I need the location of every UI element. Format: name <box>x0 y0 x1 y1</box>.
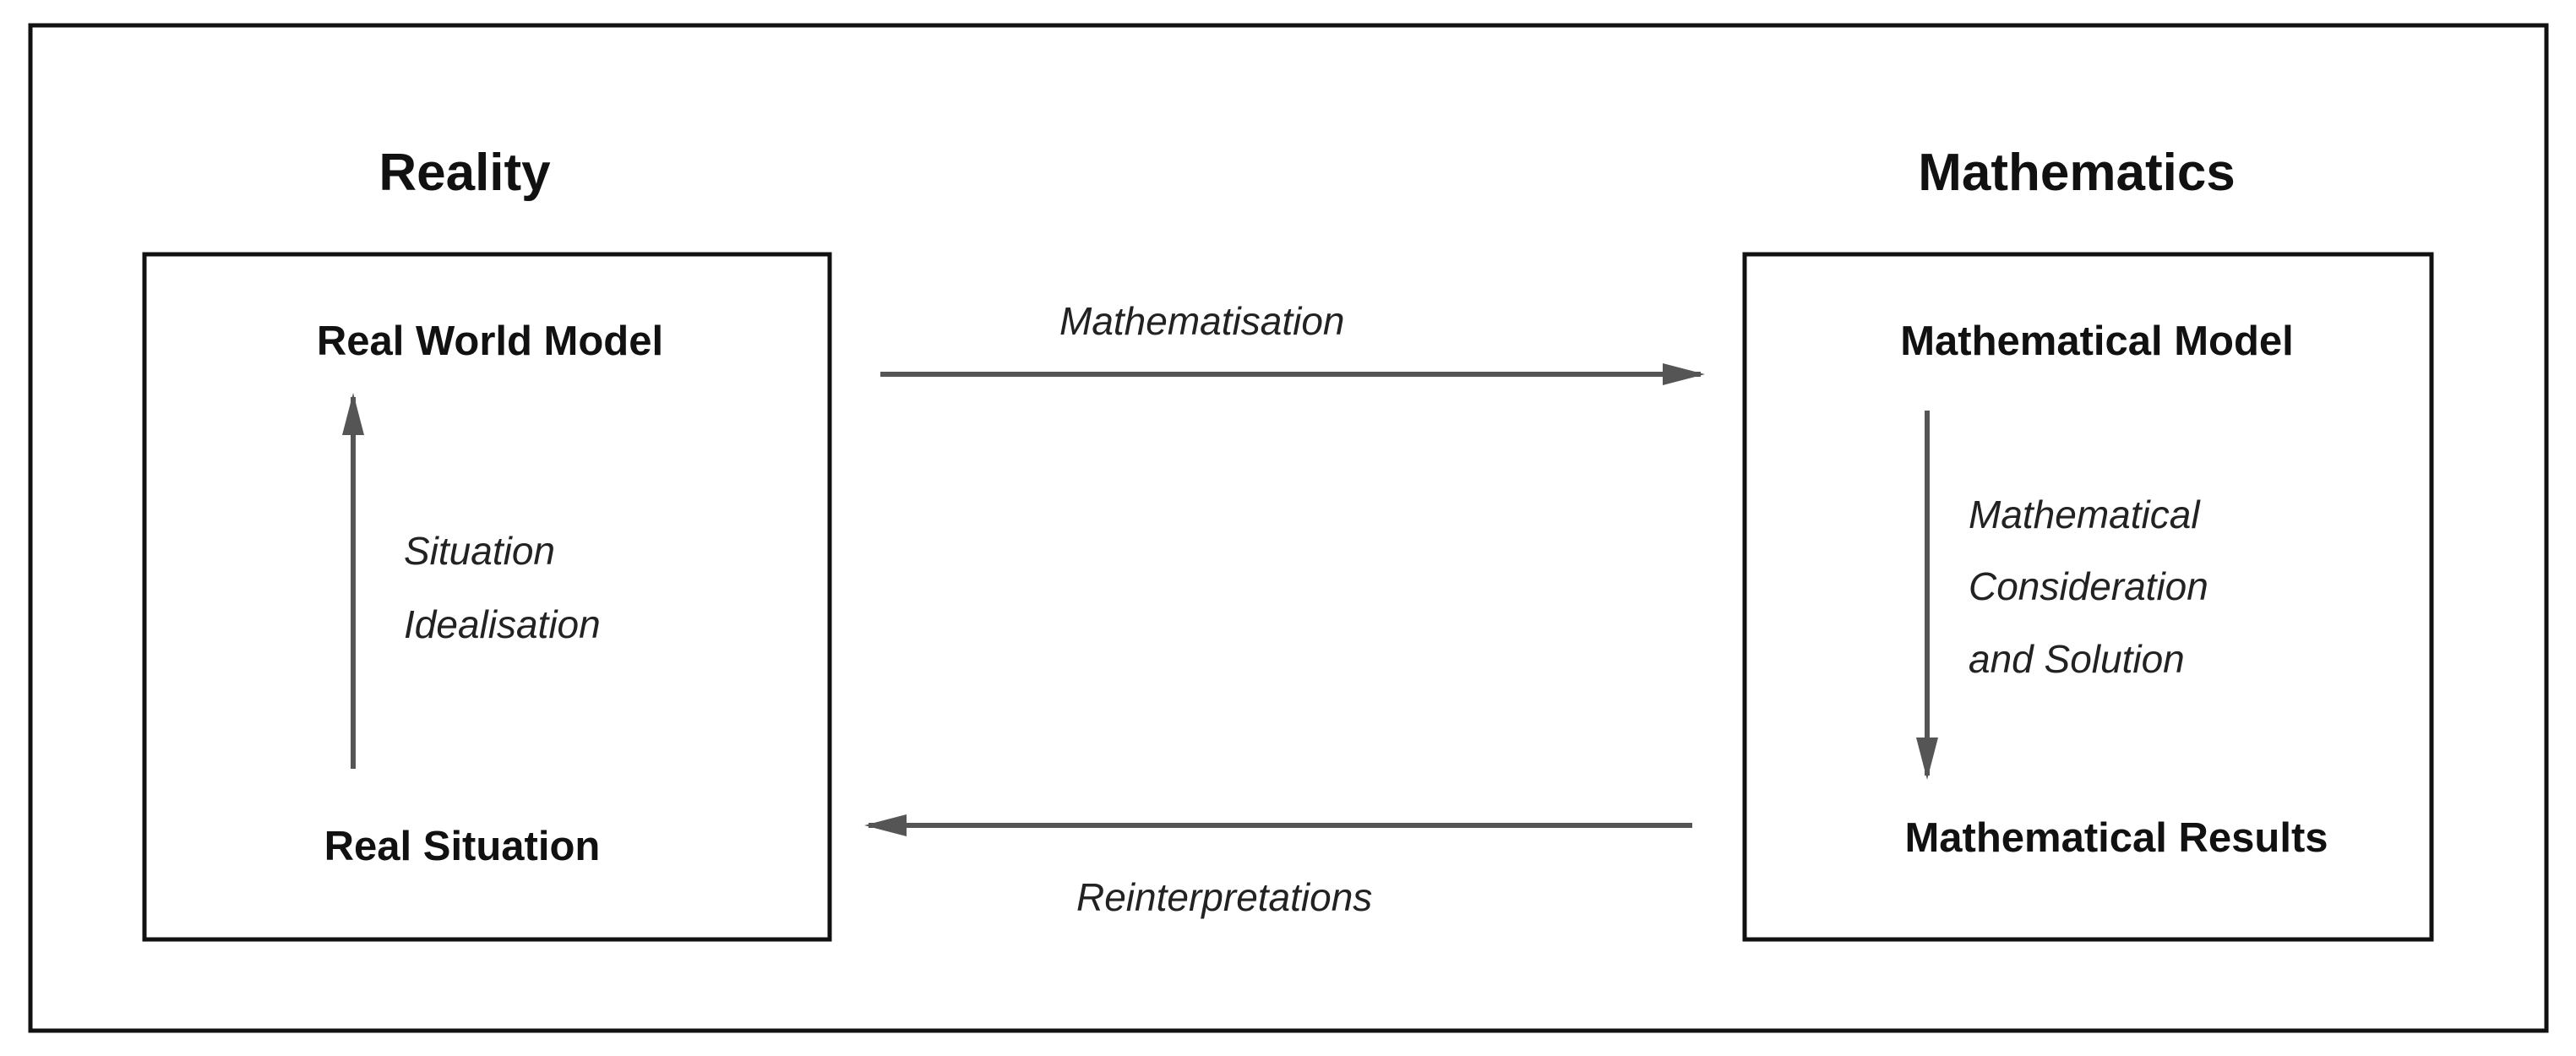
mathematical-results-node: Mathematical Results <box>1904 815 2328 861</box>
mathematisation-label: Mathematisation <box>1059 299 1345 343</box>
reality-box <box>142 252 832 942</box>
consideration-label-3: and Solution <box>1969 637 2185 681</box>
consideration-label-2: Consideration <box>1969 564 2208 608</box>
situation-idealisation-label-1: Situation <box>404 529 555 573</box>
mathematics-box <box>1742 252 2434 942</box>
reinterpretations-label: Reinterpretations <box>1076 875 1372 919</box>
situation-idealisation-label-2: Idealisation <box>404 602 601 646</box>
outer-frame <box>28 23 2549 1033</box>
consideration-label-1: Mathematical <box>1969 493 2201 536</box>
mathematics-title: Mathematics <box>1918 144 2236 202</box>
real-situation-node: Real Situation <box>324 824 601 869</box>
mathematical-model-node: Mathematical Model <box>1900 318 2294 364</box>
reality-title: Reality <box>379 144 551 202</box>
real-world-model-node: Real World Model <box>317 318 663 364</box>
